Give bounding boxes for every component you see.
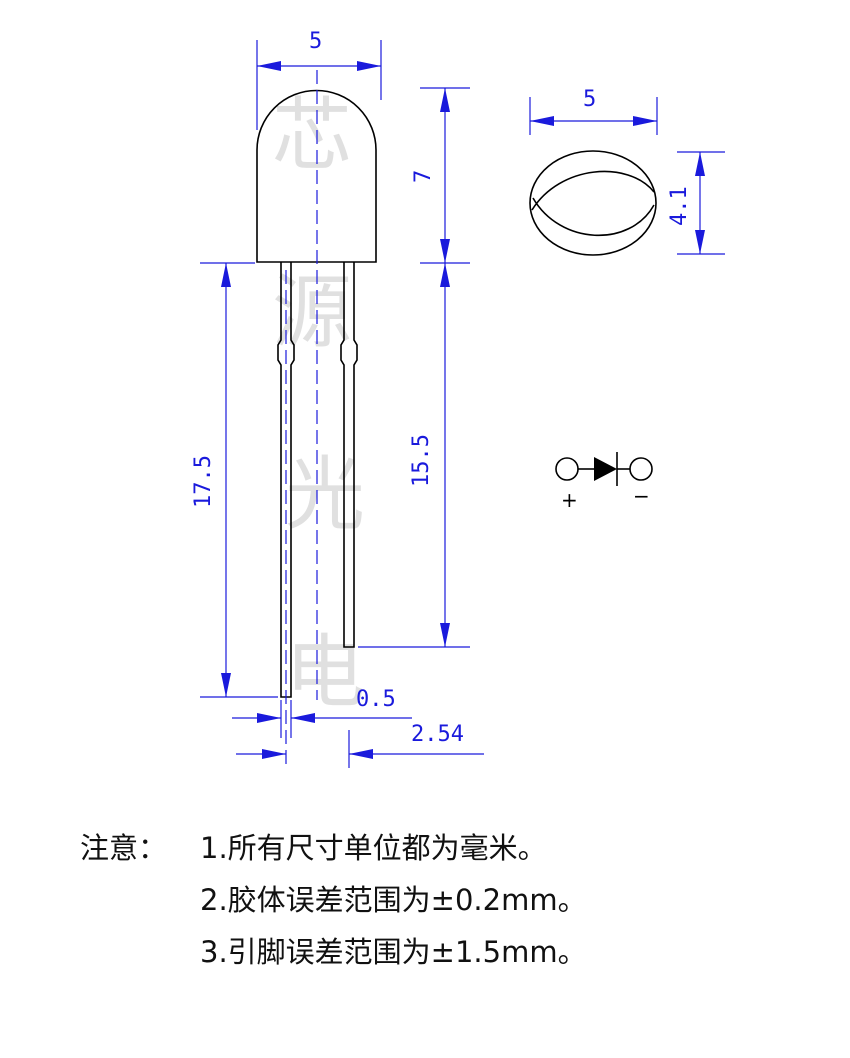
dim-arrow [257,713,281,723]
notes-label: 注意： [80,831,168,865]
watermark-char-2: 源 [272,266,352,359]
dim-arrow [349,749,373,759]
dim-arrow [291,713,315,723]
dim-label-lead-pitch: 2.54 [411,722,464,747]
flange-inner-curve [532,197,655,237]
anode-terminal [555,457,579,481]
dim-label-flange-depth: 4.1 [667,186,692,226]
polarity-plus: + [561,488,578,512]
dim-label-lead-short: 15.5 [409,434,434,487]
dim-arrow [221,673,231,697]
notes-row: 2.胶体误差范围为±0.2mm。 [80,880,587,932]
dim-label-dome-height: 7 [411,170,436,183]
flange-outline [529,150,657,256]
note-item: 2.胶体误差范围为±0.2mm。 [200,883,587,917]
led-body-outline [256,89,377,263]
dim-arrow [357,61,381,71]
dim-arrow [440,88,450,112]
short-lead [340,262,358,648]
notes-row: 注意： 1.所有尺寸单位都为毫米。 [80,828,587,880]
watermark-char-3: 光 [285,448,365,541]
flange-inner-curve [531,170,655,211]
dim-arrow [257,61,281,71]
cathode-terminal [629,457,653,481]
note-item: 3.引脚误差范围为±1.5mm。 [200,935,587,969]
dim-label-top-width: 5 [309,29,322,54]
diode-triangle-icon [594,457,617,481]
watermark-char-4: 电 [285,626,365,719]
watermark-char-1: 芯 [272,89,352,182]
dim-arrow [695,152,705,176]
dim-arrow [695,230,705,254]
dim-arrow [530,116,554,126]
dim-label-lead-long: 17.5 [191,455,216,508]
dim-arrow [440,623,450,647]
dim-label-flange-width: 5 [583,87,596,112]
notes-block: 注意： 1.所有尺寸单位都为毫米。 2.胶体误差范围为±0.2mm。 3.引脚误差… [80,828,587,984]
dim-arrow [221,263,231,287]
dim-arrow [633,116,657,126]
notes-row: 3.引脚误差范围为±1.5mm。 [80,932,587,984]
dim-label-lead-width: 0.5 [356,687,396,712]
dim-arrow [440,239,450,263]
dim-arrow [440,263,450,287]
note-item: 1.所有尺寸单位都为毫米。 [200,831,547,865]
dim-arrow [262,749,286,759]
polarity-minus: − [633,484,650,508]
